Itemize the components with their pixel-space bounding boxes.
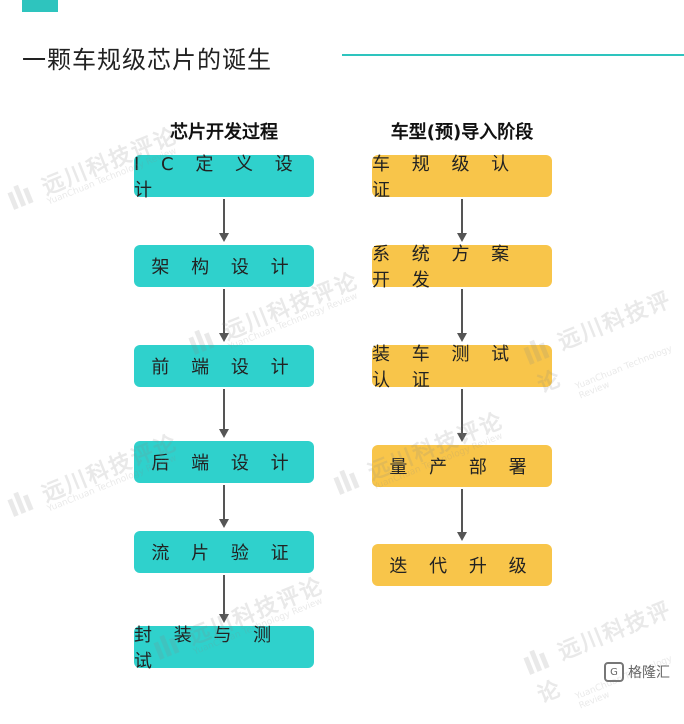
left-step-5: 流 片 验 证	[134, 531, 314, 573]
watermark-logo-icon	[333, 469, 360, 496]
watermark-logo-icon	[7, 491, 34, 518]
right-step-3: 装 车 测 试 认 证	[372, 344, 552, 391]
left-step-6: 封 装 与 测 试	[134, 625, 314, 672]
left-step-2: 架 构 设 计	[134, 245, 314, 287]
left-arrow-5	[218, 575, 230, 624]
left-step-4: 后 端 设 计	[134, 441, 314, 483]
right-arrow-1	[456, 199, 468, 243]
right-step-1: 车 规 级 认 证	[372, 154, 552, 201]
watermark-logo-icon	[7, 184, 34, 211]
top-accent-bar	[22, 0, 58, 12]
watermark-logo-icon	[523, 649, 550, 676]
right-column-title: 车型(预)导入阶段	[390, 122, 534, 143]
left-arrow-1	[218, 199, 230, 243]
left-step-3: 前 端 设 计	[134, 345, 314, 387]
page-title: 一颗车规级芯片的诞生	[22, 46, 272, 74]
right-arrow-2	[456, 289, 468, 343]
right-step-5: 迭 代 升 级	[372, 544, 552, 586]
left-column-title: 芯片开发过程	[170, 122, 278, 143]
left-arrow-4	[218, 485, 230, 529]
right-arrow-4	[456, 489, 468, 542]
gelonghui-logo: G 格隆汇	[604, 662, 670, 682]
title-rule	[342, 54, 684, 56]
gelonghui-icon: G	[604, 662, 624, 682]
right-step-4: 量 产 部 署	[372, 445, 552, 487]
right-step-2: 系 统 方 案 开 发	[372, 244, 552, 291]
left-arrow-2	[218, 289, 230, 343]
right-arrow-3	[456, 389, 468, 443]
left-step-1: I C 定 义 设 计	[134, 154, 314, 201]
left-arrow-3	[218, 389, 230, 439]
watermark: 远川科技评论 YuanChuan Technology Review	[520, 589, 684, 724]
